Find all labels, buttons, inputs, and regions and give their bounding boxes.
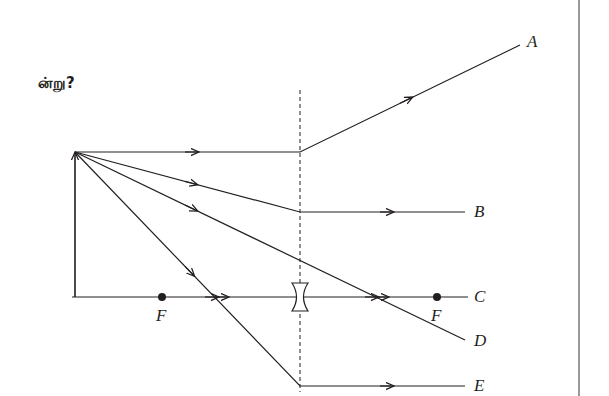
ray-arrows	[185, 97, 412, 386]
principal-axis	[72, 296, 468, 297]
object-arrow	[74, 153, 76, 297]
ray-label: C	[474, 288, 485, 305]
ray-label: E	[474, 377, 484, 394]
page-border	[578, 0, 579, 396]
ray-b	[75, 152, 465, 212]
ray-d	[75, 152, 465, 340]
concave-lens	[292, 283, 308, 311]
ray-e	[75, 152, 465, 386]
focus-label: F	[156, 307, 166, 324]
ray-a	[75, 45, 520, 152]
focal-point	[433, 293, 441, 301]
rays	[75, 45, 520, 386]
ray-label: D	[474, 332, 486, 349]
ray-label: B	[474, 203, 484, 220]
ray-label: A	[527, 33, 537, 50]
focal-point	[158, 293, 166, 301]
focus-label: F	[431, 307, 441, 324]
lens-plane	[300, 90, 301, 392]
question-text: ன்று?	[38, 76, 75, 91]
